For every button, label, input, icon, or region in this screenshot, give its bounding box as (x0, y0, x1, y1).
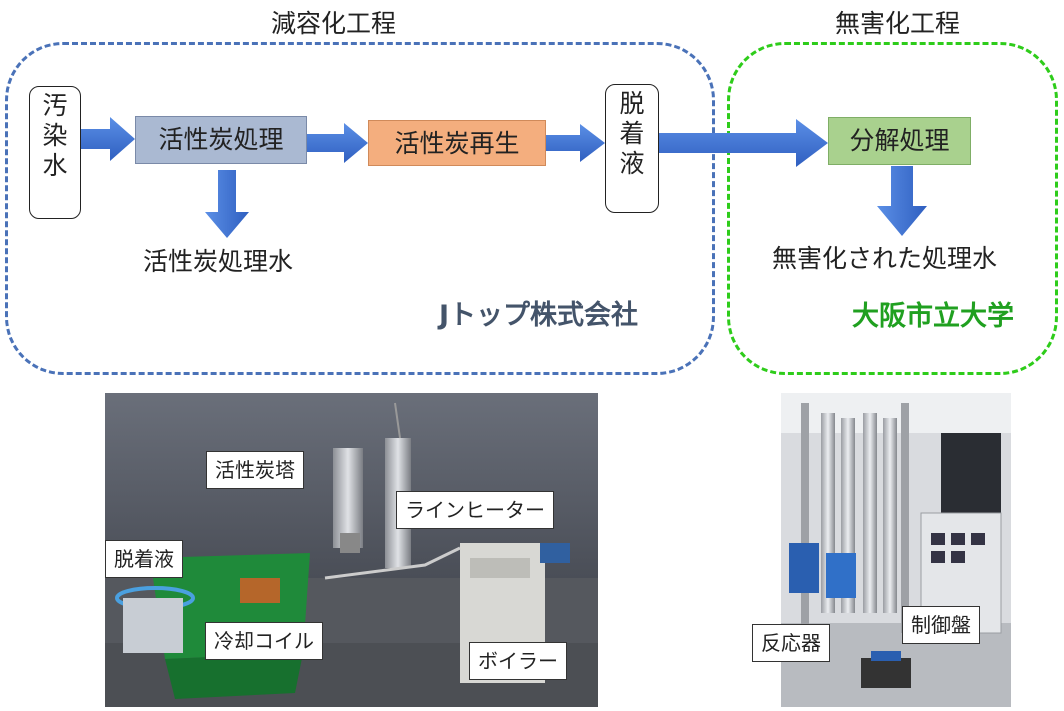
contaminated-water-char: 水 (42, 151, 68, 180)
detoxified-treated-water-label: 無害化された処理水 (772, 244, 998, 273)
contaminated-water-char: 汚 (42, 91, 68, 120)
callout-desorption-liquid: 脱着液 (105, 540, 183, 578)
callout-carbon-tower: 活性炭塔 (206, 451, 304, 489)
contaminated-water-char: 染 (42, 121, 68, 150)
reduction-process-group (5, 42, 715, 375)
detoxification-process-group (727, 42, 1058, 375)
callout-control-panel: 制御盤 (902, 606, 980, 644)
callout-reactor: 反応器 (752, 624, 830, 662)
desorption-liquid-char: 脱 (619, 89, 645, 118)
callout-line-heater: ラインヒーター (396, 491, 554, 529)
decomposition-box: 分解処理 (828, 117, 971, 165)
equipment-photo-left-drawing (105, 393, 598, 707)
arrow-carbon-to-regen (307, 123, 368, 163)
desorption-liquid-box: 脱 着 液 (605, 84, 659, 213)
desorption-liquid-char: 着 (619, 119, 645, 148)
callout-boiler: ボイラー (469, 642, 567, 680)
arrow-carbon-down (205, 170, 249, 238)
activated-carbon-regeneration-box: 活性炭再生 (368, 120, 546, 166)
org-jtop: Jトップ株式会社 (439, 300, 639, 331)
contaminated-water-box: 汚 染 水 (29, 86, 81, 219)
reduction-process-title: 減容化工程 (271, 9, 397, 38)
equipment-photo-left (105, 393, 598, 707)
callout-cooling-coil: 冷却コイル (205, 622, 323, 660)
arrow-water-to-carbon (81, 117, 135, 161)
activated-carbon-treatment-box: 活性炭処理 (135, 116, 307, 164)
arrow-regen-to-desorption (546, 124, 605, 162)
detoxification-process-title: 無害化工程 (835, 9, 961, 38)
org-osaka-city-university: 大阪市立大学 (852, 301, 1014, 332)
desorption-liquid-char: 液 (619, 149, 645, 178)
carbon-treated-water-label: 活性炭処理水 (143, 247, 294, 276)
arrow-decomposition-down (877, 166, 927, 236)
arrow-desorption-to-decomposition (659, 119, 828, 167)
